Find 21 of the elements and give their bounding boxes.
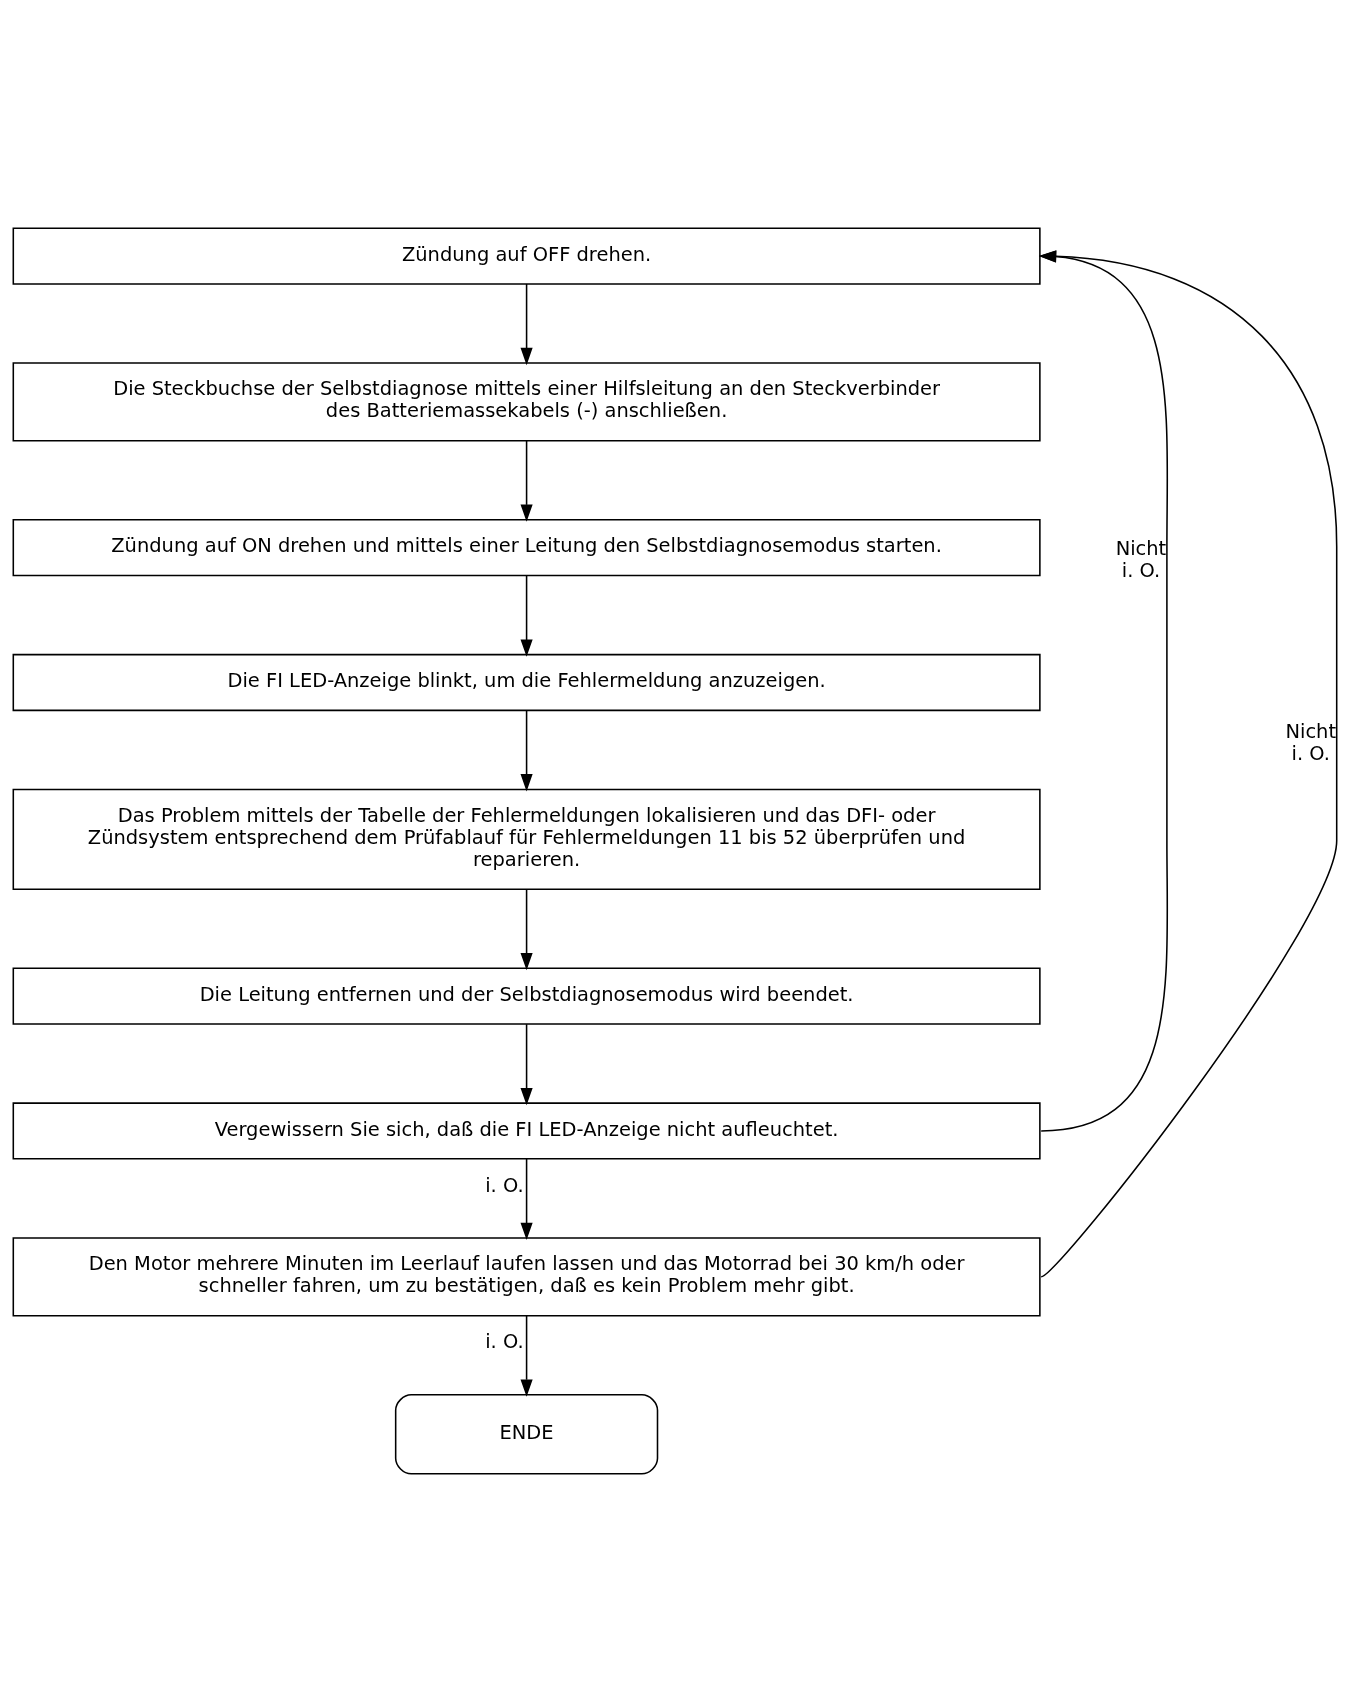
- node-box: Vergewissern Sie sich, daß die FI LED-Anzeige nicht aufleuchtet.: [12, 1101, 1041, 1160]
- node-box: ENDE: [394, 1393, 659, 1475]
- arrow: [520, 574, 533, 657]
- arrow: [520, 439, 533, 522]
- node-box: Die FI LED-Anzeige blinkt, um die Fehlermeldung anzuzeigen.: [12, 653, 1041, 711]
- node-box: Das Problem mittels der Tabelle der Fehlermeldungen lokalisieren und das DFI- oder Zündsystem entsprechend dem Prüfablauf für Fehlermeldungen 11 bis 52 überprüfen und reparieren.: [12, 788, 1041, 890]
- arrow: [520, 709, 533, 791]
- edge-label: Nicht i. O.: [1285, 719, 1337, 765]
- edge-label: i. O.: [485, 1173, 524, 1197]
- arrow: [520, 1314, 533, 1397]
- node-box: Zündung auf ON drehen und mittels einer Leitung den Selbstdiagnosemodus starten.: [12, 518, 1041, 576]
- arrow: [520, 1157, 533, 1240]
- arrow: [520, 888, 533, 970]
- node-box: Zündung auf OFF drehen.: [12, 226, 1041, 285]
- edge-label: Nicht i. O.: [1115, 536, 1167, 582]
- node-box: Den Motor mehrere Minuten im Leerlauf laufen lassen und das Motorrad bei 30 km/h oder schneller fahren, um zu bestätigen, daß es kein Problem mehr gibt.: [12, 1236, 1041, 1316]
- arrow: [520, 1022, 533, 1105]
- node-box: Die Steckbuchse der Selbstdiagnose mittels einer Hilfsleitung an den Steckverbinder des Batteriemassekabels (-) anschließen.: [12, 361, 1041, 442]
- edge-label: i. O.: [485, 1329, 524, 1353]
- arrow: [520, 282, 533, 365]
- node-box: Die Leitung entfernen und der Selbstdiagnosemodus wird beendet.: [12, 967, 1041, 1025]
